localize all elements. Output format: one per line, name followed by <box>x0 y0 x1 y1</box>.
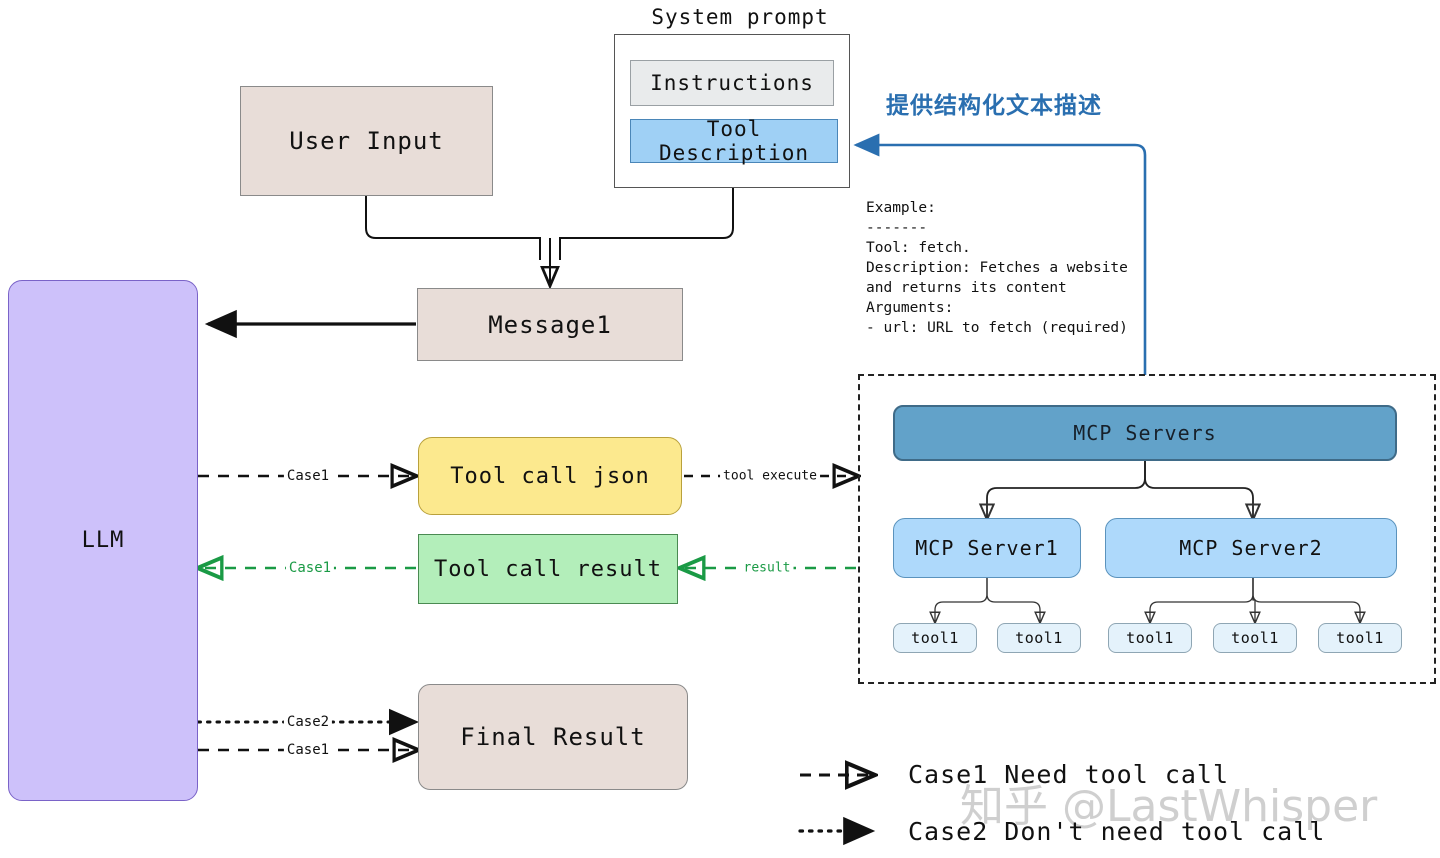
mcp-servers-box[interactable]: MCP Servers <box>893 405 1397 461</box>
tool-item[interactable]: tool1 <box>1318 623 1402 653</box>
tool-item[interactable]: tool1 <box>893 623 977 653</box>
tool-call-result-box[interactable]: Tool call result <box>418 534 678 604</box>
final-result-box[interactable]: Final Result <box>418 684 688 790</box>
legend-item-case1: Case1 Need tool call <box>908 760 1230 789</box>
mcp-server2-box[interactable]: MCP Server2 <box>1105 518 1397 578</box>
tool-call-json-box[interactable]: Tool call json <box>418 437 682 515</box>
tool-item[interactable]: tool1 <box>1108 623 1192 653</box>
edge-label-result-to-llm: Case1 <box>285 560 335 576</box>
edge-label-case2: Case2 <box>283 714 333 730</box>
legend-item-case2: Case2 Don't need tool call <box>908 817 1326 846</box>
tool-item[interactable]: tool1 <box>997 623 1081 653</box>
example-text-block: Example: ------- Tool: fetch. Descriptio… <box>866 200 1128 336</box>
edge-label-llm-to-tooljson: Case1 <box>283 468 333 484</box>
edge-label-case1-final: Case1 <box>283 742 333 758</box>
edge-label-result: result <box>740 560 794 576</box>
system-prompt-label: System prompt <box>651 5 829 29</box>
tool-description-box[interactable]: Tool Description <box>630 117 838 165</box>
mcp-server1-box[interactable]: MCP Server1 <box>893 518 1081 578</box>
message1-box[interactable]: Message1 <box>417 288 683 361</box>
structured-text-annotation: 提供结构化文本描述 <box>886 93 1102 119</box>
tool-item[interactable]: tool1 <box>1213 623 1297 653</box>
user-input-box[interactable]: User Input <box>240 86 493 196</box>
llm-box[interactable]: LLM <box>8 280 198 801</box>
mcp-container <box>858 374 1436 684</box>
edge-label-tool-execute: tool execute <box>720 468 820 484</box>
instructions-box[interactable]: Instructions <box>630 60 834 106</box>
